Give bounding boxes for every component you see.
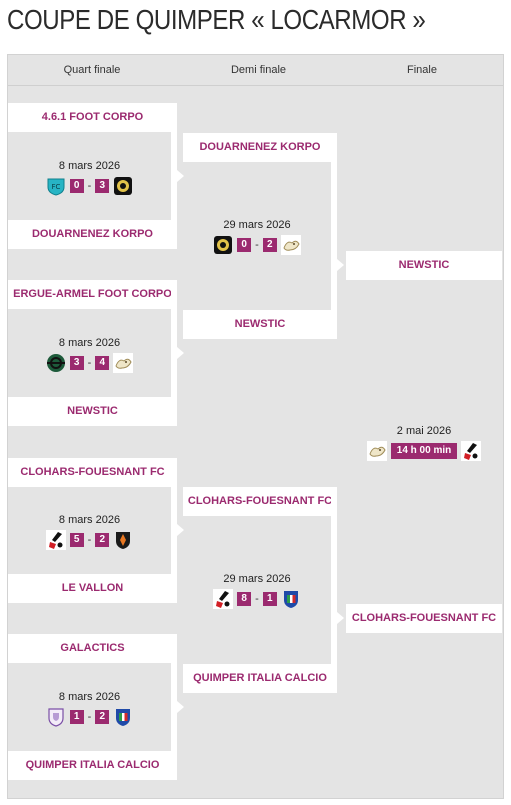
qf1-arrow (177, 170, 184, 182)
qf2-home-team[interactable]: ERGUE-ARMEL FOOT CORPO (8, 280, 177, 309)
qf4-match[interactable]: 8 mars 2026 1 - 2 (8, 690, 171, 727)
red-black-player-logo-icon (461, 441, 482, 461)
sf1-match[interactable]: 29 mars 2026 0 - 2 (183, 218, 331, 255)
qf3-date: 8 mars 2026 (58, 514, 121, 526)
qf3-arrow (177, 524, 184, 536)
black-gold-crest-logo-icon (113, 176, 133, 196)
qf4-away-score: 2 (95, 710, 110, 724)
qf4-date: 8 mars 2026 (58, 691, 121, 703)
qf4-connector (171, 634, 177, 780)
final-date: 2 mai 2026 (396, 425, 452, 437)
qf4-home-score: 1 (69, 710, 84, 724)
sf2-connector (331, 487, 337, 693)
qf2-away-team[interactable]: NEWSTIC (8, 397, 177, 426)
sf1-home-team[interactable]: DOUARNENEZ KORPO (183, 133, 337, 162)
sf1-date: 29 mars 2026 (223, 219, 291, 231)
qf2-date: 8 mars 2026 (58, 337, 121, 349)
final-kickoff-time: 14 h 00 min (390, 443, 458, 459)
cream-dragon-logo-icon (366, 441, 387, 461)
sf2-match[interactable]: 29 mars 2026 8 - 1 (183, 572, 331, 609)
sf2-home-team[interactable]: CLOHARS-FOUESNANT FC (183, 487, 337, 516)
qf1-connector (171, 103, 177, 249)
column-header-quarterfinal: Quart finale (63, 64, 121, 76)
red-black-player-logo-icon (213, 589, 234, 609)
sf2-arrow (337, 612, 344, 624)
sf1-arrow (337, 259, 344, 271)
qf4-home-team[interactable]: GALACTICS (8, 634, 177, 663)
qf1-away-team[interactable]: DOUARNENEZ KORPO (8, 220, 177, 249)
sf1-connector (331, 133, 337, 339)
qf1-date: 8 mars 2026 (58, 160, 121, 172)
orange-black-crest-logo-icon (113, 530, 133, 550)
sf2-away-score: 1 (262, 592, 277, 606)
qf2-match[interactable]: 8 mars 2026 3 - 4 (8, 336, 171, 373)
final-home-team[interactable]: NEWSTIC (346, 251, 502, 280)
qf3-home-team[interactable]: CLOHARS-FOUESNANT FC (8, 458, 177, 487)
final-away-team[interactable]: CLOHARS-FOUESNANT FC (346, 604, 502, 633)
qf2-arrow (177, 347, 184, 359)
sf1-away-score: 2 (262, 238, 277, 252)
purple-crest-logo-icon (46, 707, 66, 727)
green-globe-logo-icon (46, 353, 66, 373)
sf2-away-team[interactable]: QUIMPER ITALIA CALCIO (183, 664, 337, 693)
qf2-away-score: 4 (95, 356, 110, 370)
qf1-home-team[interactable]: 4.6.1 FOOT CORPO (8, 103, 177, 132)
black-gold-crest-logo-icon (213, 235, 233, 255)
italia-shield-logo-icon (281, 589, 301, 609)
cream-dragon-logo-icon (280, 235, 301, 255)
sf2-date: 29 mars 2026 (223, 573, 291, 585)
qf3-away-team[interactable]: LE VALLON (8, 574, 177, 603)
shield-teal-logo-icon: FC (46, 176, 66, 196)
svg-text:FC: FC (51, 183, 60, 191)
red-black-player-logo-icon (45, 530, 66, 550)
header-divider (8, 85, 503, 86)
qf3-connector (171, 458, 177, 603)
column-header-semifinal: Demi finale (230, 64, 287, 76)
qf3-home-score: 5 (69, 533, 84, 547)
qf3-away-score: 2 (95, 533, 110, 547)
qf4-away-team[interactable]: QUIMPER ITALIA CALCIO (8, 751, 177, 780)
qf3-match[interactable]: 8 mars 2026 5 - 2 (8, 513, 171, 550)
sf1-away-team[interactable]: NEWSTIC (183, 310, 337, 339)
sf1-home-score: 0 (237, 238, 252, 252)
qf1-match[interactable]: 8 mars 2026 FC 0 - 3 (8, 159, 171, 196)
page-title: COUPE DE QUIMPER « LOCARMOR » (7, 4, 426, 35)
sf2-home-score: 8 (237, 592, 252, 606)
qf1-home-score: 0 (69, 179, 84, 193)
final-match[interactable]: 2 mai 2026 14 h 00 min (346, 424, 502, 461)
qf2-home-score: 3 (69, 356, 84, 370)
qf1-away-score: 3 (95, 179, 110, 193)
column-header-final: Finale (407, 64, 437, 76)
cream-dragon-logo-icon (113, 353, 134, 373)
italia-shield-logo-icon (113, 707, 133, 727)
qf2-connector (171, 280, 177, 426)
qf4-arrow (177, 701, 184, 713)
